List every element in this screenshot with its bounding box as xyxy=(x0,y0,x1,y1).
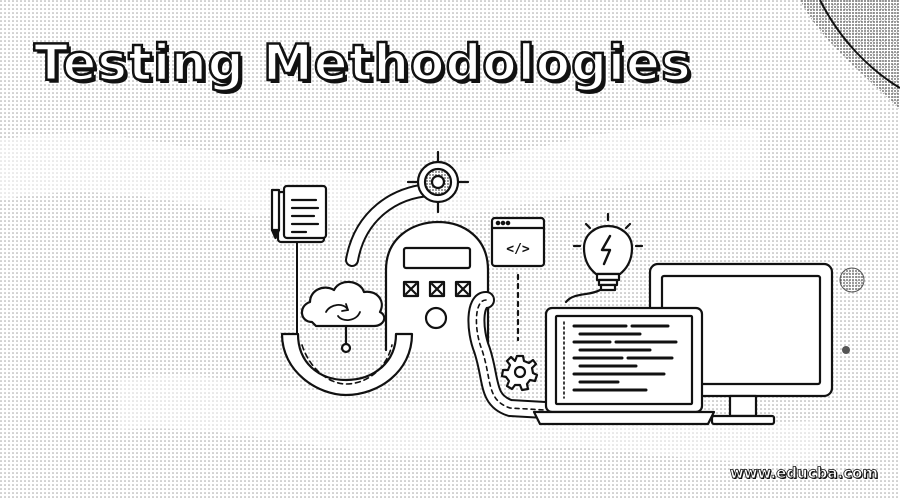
decorative-dot xyxy=(839,267,865,293)
laptop-icon xyxy=(532,306,716,426)
cloud-icon xyxy=(300,280,386,354)
code-window-icon xyxy=(490,216,546,268)
page-title: Testing Methodologies xyxy=(33,33,692,94)
background-swoosh xyxy=(0,124,760,224)
code-symbol-label: </> xyxy=(506,242,530,257)
watermark-url: www.educba.com xyxy=(729,464,878,483)
decorative-dot xyxy=(842,346,850,354)
cloud-base-arc xyxy=(280,332,414,397)
corner-arc-decoration xyxy=(819,0,900,89)
corner-arc-decoration xyxy=(800,0,900,110)
background-swoosh xyxy=(120,375,820,463)
control-panel-device xyxy=(384,220,490,352)
pen-icon xyxy=(270,188,298,336)
lightbulb-icon xyxy=(564,212,644,304)
road-path xyxy=(469,293,552,417)
connector-arc xyxy=(347,185,435,265)
gear-icon xyxy=(500,354,539,392)
target-icon xyxy=(406,150,470,214)
document-icon xyxy=(276,184,328,244)
